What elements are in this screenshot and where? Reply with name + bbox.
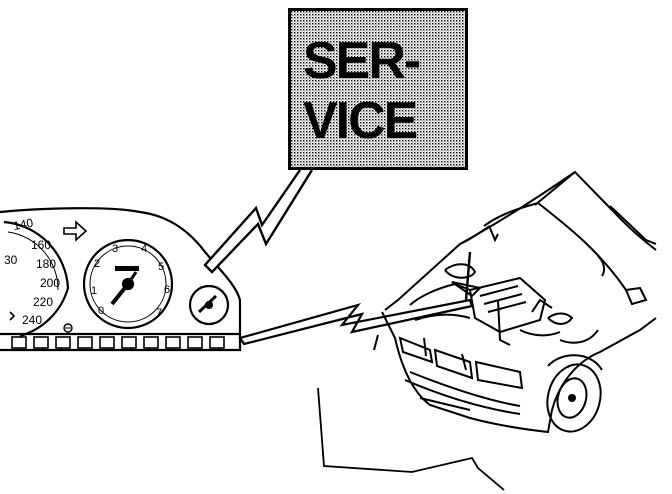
indicator-symbol-icon	[63, 323, 73, 333]
car-grille	[433, 348, 474, 380]
speed-label: 200	[40, 276, 60, 290]
warning-light-row	[11, 336, 225, 349]
signal-bolt-to-callout	[203, 169, 314, 274]
service-message: SER- VICE	[291, 11, 465, 167]
speed-label: 220	[33, 295, 53, 309]
turn-indicator-arrow-icon	[63, 220, 88, 242]
rpm-label: 6	[164, 284, 170, 296]
speed-label: 140	[12, 216, 34, 233]
small-gauge-dial	[188, 284, 230, 326]
rpm-label: 1	[91, 285, 97, 297]
left-edge-marker	[9, 311, 16, 321]
service-reminder-display: SER- VICE	[288, 8, 468, 170]
rpm-label: 5	[158, 261, 164, 273]
speed-label: 240	[22, 313, 42, 327]
engine-block	[468, 276, 547, 334]
rpm-label: 4	[141, 243, 147, 255]
speed-label: 30	[4, 253, 18, 267]
display-dot-screen	[291, 11, 465, 167]
rpm-label: 0	[98, 305, 104, 317]
car-illustration	[373, 170, 657, 434]
instrument-cluster	[0, 207, 242, 352]
car-bonnet-open	[384, 225, 491, 311]
hood-stay	[464, 251, 472, 301]
service-line-1: SER-	[303, 32, 421, 90]
speed-label: 180	[36, 257, 56, 271]
side-mirror	[624, 286, 648, 306]
speed-label: 160	[31, 238, 51, 252]
speedometer-labels: 140 160 180 200 220 240 30	[4, 216, 60, 327]
car-body	[381, 311, 657, 434]
tachometer-labels: 0 1 2 3 4 5 6 7	[91, 243, 170, 319]
car-headlight	[398, 336, 434, 364]
floor-pointer-line	[317, 387, 505, 491]
tachometer-dial	[82, 238, 174, 330]
signal-bolt-to-car	[238, 298, 474, 346]
rpm-label: 3	[112, 243, 118, 255]
speedometer-dial	[3, 220, 70, 338]
car-roof	[459, 170, 657, 251]
rpm-label: 7	[156, 307, 162, 319]
rpm-label: 2	[94, 258, 100, 270]
service-line-2: VICE	[303, 92, 418, 150]
front-wheel	[546, 363, 602, 433]
cluster-housing	[0, 207, 242, 352]
